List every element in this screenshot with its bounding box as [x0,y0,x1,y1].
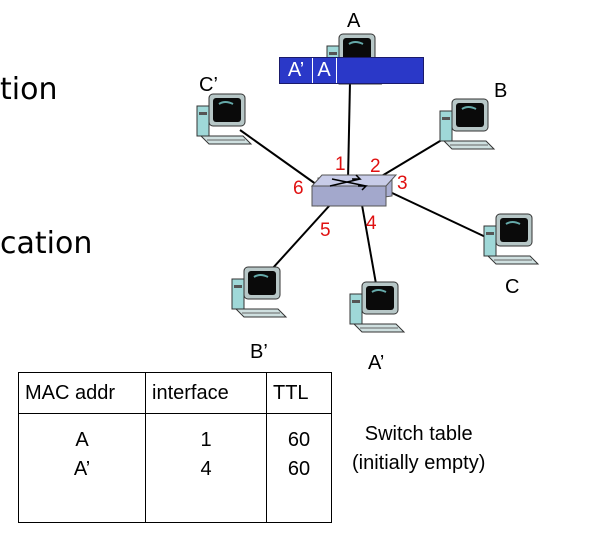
host-c-prime-icon [196,93,252,145]
port-label-2: 2 [370,156,381,177]
port-label-5: 5 [320,220,331,241]
host-b-prime-label: B’ [250,341,268,363]
port-label-1: 1 [335,154,346,175]
ethernet-frame: A’ A [279,57,424,84]
link-2 [374,134,451,181]
host-a-label: A [347,10,361,32]
link-4 [361,204,379,296]
frame-src-field: A [312,58,337,83]
header-ttl: TTL [266,372,332,414]
port-label-3: 3 [397,173,408,194]
port-label-6: 6 [293,178,304,199]
host-b-icon [439,98,495,150]
host-c-label: C [505,276,520,298]
mac-entry: A [75,429,89,451]
link-1 [347,81,351,181]
port-label-4: 4 [366,213,377,234]
interface-entry: 1 [200,429,212,451]
switch-table-body: A A’ 1 4 60 60 [18,413,332,523]
caption-line1: Switch table [364,423,473,445]
host-b-label: B [494,80,508,102]
link-3 [389,191,493,241]
link-6 [239,129,321,188]
frame-dest-field: A’ [280,58,313,83]
switch-table: MAC addr interface TTL A A’ 1 4 60 60 [18,372,332,523]
ttl-column: 60 60 [266,413,332,523]
switch-icon [310,174,398,207]
mac-column: A A’ [18,413,146,523]
interface-entry: 4 [200,458,212,480]
host-a-prime-label: A’ [368,352,385,374]
left-text-line1: tion [0,72,58,107]
ttl-entry: 60 [287,458,311,480]
host-b-prime-icon [231,266,287,318]
switch-table-header: MAC addr interface TTL [18,372,332,414]
host-a-prime-icon [349,281,405,333]
host-c-icon [483,213,539,265]
host-c-prime-label: C’ [199,74,218,96]
caption-line2: (initially empty) [352,452,486,474]
header-interface: interface [145,372,267,414]
header-mac-addr: MAC addr [18,372,146,414]
interface-column: 1 4 [145,413,267,523]
left-text-line2: cation [0,226,93,261]
ttl-entry: 60 [287,429,311,451]
switch-table-caption: Switch table (initially empty) [352,420,485,478]
mac-entry: A’ [73,458,91,480]
